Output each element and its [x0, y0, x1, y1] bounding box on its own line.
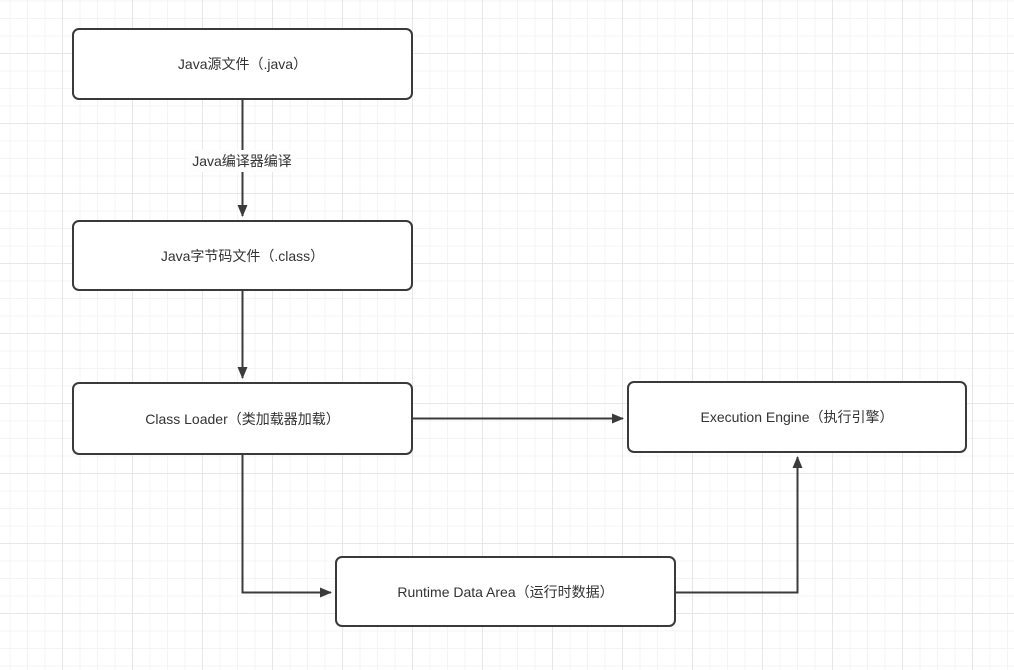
node-execution-engine[interactable]: Execution Engine（执行引擎） [627, 381, 967, 453]
connector-runtime-to-execution [676, 456, 803, 594]
node-java-source-file[interactable]: Java源文件（.java） [72, 28, 413, 100]
connector-classloader-to-runtime [241, 455, 332, 598]
edge-label-java-compiler: Java编译器编译 [188, 150, 296, 172]
node-runtime-data-area[interactable]: Runtime Data Area（运行时数据） [335, 556, 676, 627]
node-execution-engine-label: Execution Engine（执行引擎） [700, 409, 894, 425]
node-java-bytecode-file[interactable]: Java字节码文件（.class） [72, 220, 413, 291]
node-class-loader-label: Class Loader（类加载器加载） [145, 410, 340, 427]
node-runtime-data-area-label: Runtime Data Area（运行时数据） [397, 583, 614, 600]
node-java-source-file-label: Java源文件（.java） [177, 56, 308, 72]
node-java-bytecode-file-label: Java字节码文件（.class） [160, 247, 325, 264]
node-class-loader[interactable]: Class Loader（类加载器加载） [72, 382, 413, 455]
